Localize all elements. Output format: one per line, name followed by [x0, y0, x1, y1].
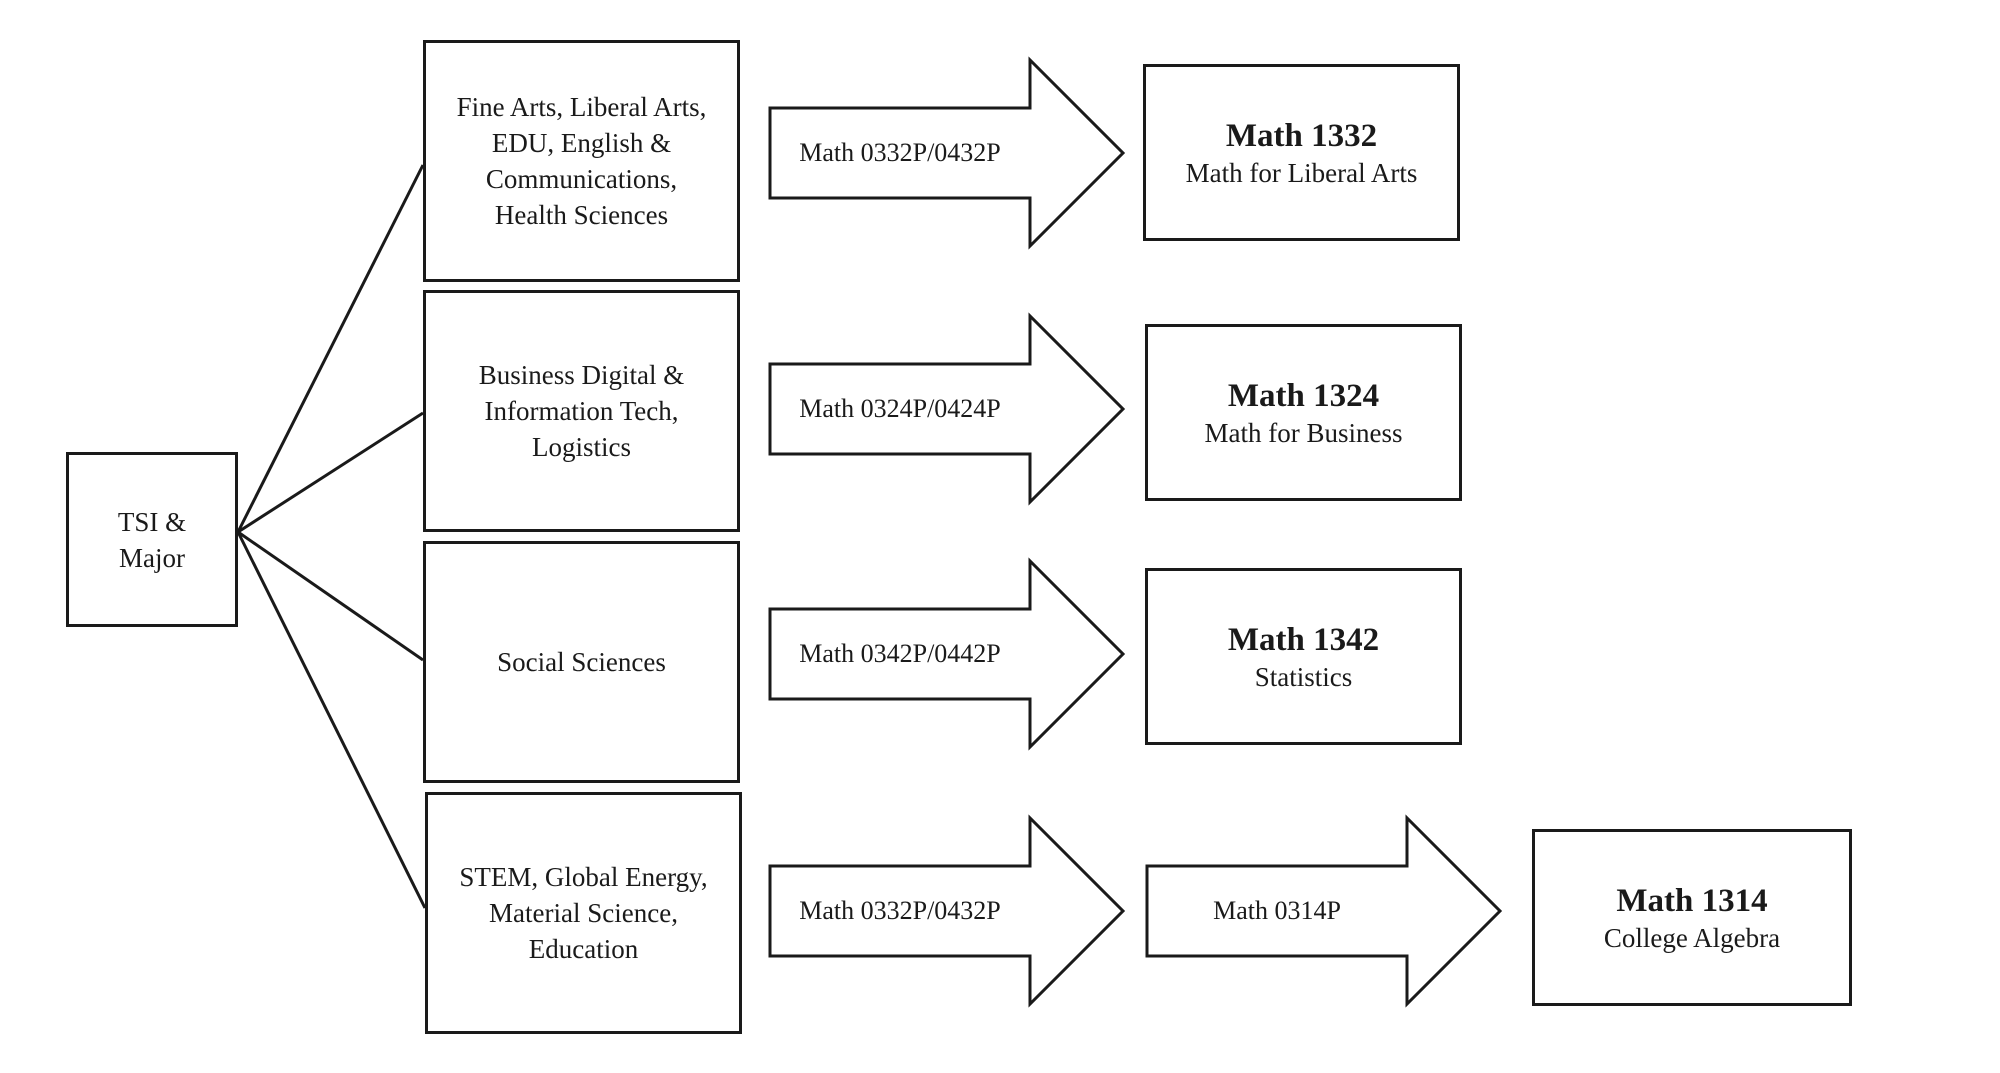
major-box-social-sciences: Social Sciences	[423, 541, 740, 783]
major-1-line-1: Fine Arts, Liberal Arts,	[456, 92, 707, 122]
arrow-shape-1	[768, 56, 1126, 250]
root-box-tsi-major: TSI & Major	[66, 452, 238, 627]
course-box-math-1314: Math 1314 College Algebra	[1532, 829, 1852, 1006]
major-2-line-2: Information Tech,	[484, 396, 679, 426]
major-1-line-4: Health Sciences	[494, 200, 669, 230]
coreq-arrow-label-2: Math 0324P/0424P	[799, 394, 1001, 423]
major-4-line-3: Education	[528, 934, 639, 964]
course-name: Math for Business	[1204, 417, 1403, 448]
connector-line-2	[237, 411, 424, 534]
course-box-math-1342: Math 1342 Statistics	[1145, 568, 1462, 745]
connector-line-3	[237, 530, 424, 662]
arrow-shape-3	[768, 557, 1126, 751]
connector-line-1	[236, 164, 425, 533]
major-2-line-1: Business Digital &	[478, 360, 685, 390]
root-label-line-2: Major	[119, 542, 185, 573]
major-1-line-3: Communications,	[485, 164, 678, 194]
major-4-line-2: Material Science,	[489, 898, 678, 928]
course-box-math-1332: Math 1332 Math for Liberal Arts	[1143, 64, 1460, 241]
major-3-line-1: Social Sciences	[497, 647, 666, 677]
arrow-shape-2	[768, 312, 1126, 506]
arrow-shape-4	[768, 814, 1126, 1008]
course-code: Math 1332	[1225, 117, 1378, 154]
connector-line-4	[236, 531, 427, 909]
major-box-liberal-arts: Fine Arts, Liberal Arts, EDU, English & …	[423, 40, 740, 282]
major-box-business: Business Digital & Information Tech, Log…	[423, 290, 740, 532]
root-label-line-1: TSI &	[117, 506, 187, 537]
major-box-stem: STEM, Global Energy, Material Science, E…	[425, 792, 742, 1034]
extra-arrow-label: Math 0314P	[1213, 896, 1341, 925]
course-name: Statistics	[1254, 661, 1353, 692]
major-4-line-1: STEM, Global Energy,	[459, 862, 708, 892]
coreq-arrow-label-1: Math 0332P/0432P	[799, 138, 1001, 167]
course-code: Math 1314	[1616, 882, 1768, 919]
course-box-math-1324: Math 1324 Math for Business	[1145, 324, 1462, 501]
coreq-arrow-label-3: Math 0342P/0442P	[799, 639, 1001, 668]
course-code: Math 1342	[1227, 621, 1380, 658]
course-name: Math for Liberal Arts	[1185, 157, 1418, 188]
course-code: Math 1324	[1227, 377, 1380, 414]
major-1-line-2: EDU, English &	[491, 128, 672, 158]
coreq-arrow-label-4: Math 0332P/0432P	[799, 896, 1001, 925]
arrow-shape-5	[1145, 814, 1503, 1008]
major-2-line-3: Logistics	[532, 432, 631, 462]
course-name: College Algebra	[1603, 922, 1781, 953]
